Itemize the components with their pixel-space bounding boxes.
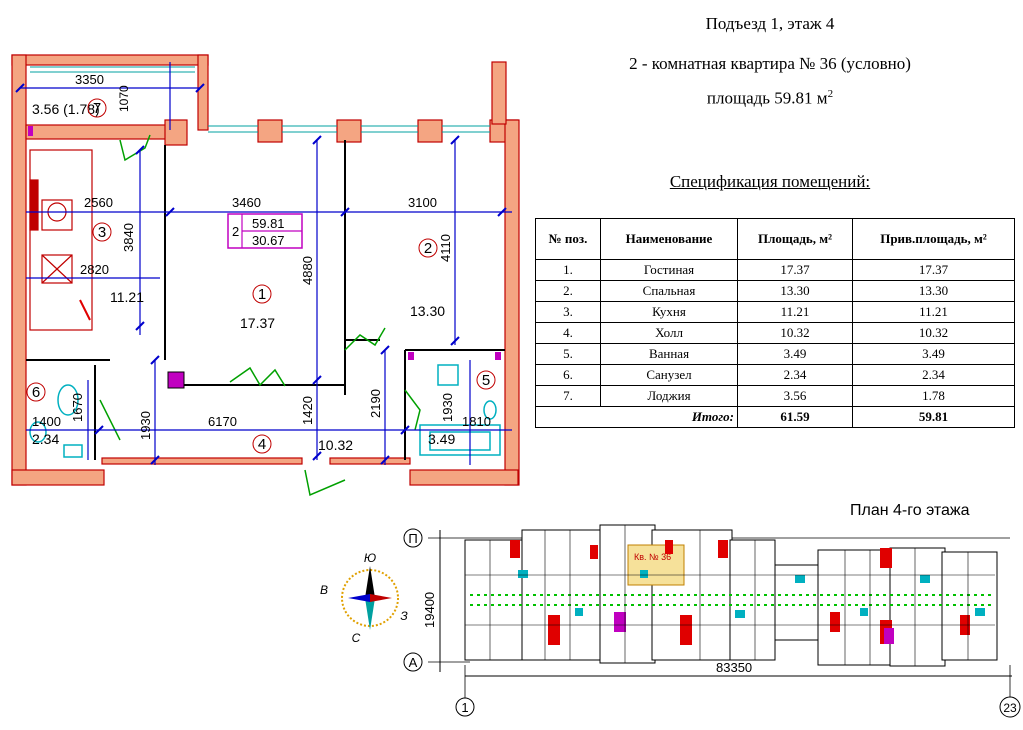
room-marker-4: 4 — [252, 434, 272, 454]
dim-4110: 4110 — [438, 234, 453, 262]
spec-header-row: № поз. Наименование Площадь, м² Прив.пло… — [535, 218, 1015, 260]
kitchen-units — [29, 149, 93, 331]
floor-height-dim: 19400 — [422, 592, 437, 628]
room-marker-2: 2 — [418, 238, 438, 258]
plan-walls — [11, 54, 520, 486]
header-area-text: площадь 59.81 м — [706, 88, 828, 108]
col-pos: № поз. — [535, 218, 601, 260]
svg-text:6: 6 — [32, 384, 40, 401]
compass-icon: Ю С В З — [320, 551, 408, 645]
col-name: Наименование — [600, 218, 738, 260]
dim-1810: 1810 — [462, 414, 491, 429]
dim-1400: 1400 — [32, 414, 61, 429]
area-kitchen: 11.21 — [110, 289, 144, 305]
svg-text:З: З — [400, 609, 408, 623]
svg-text:30.67: 30.67 — [252, 233, 285, 248]
svg-text:2: 2 — [232, 224, 239, 239]
dim-3840: 3840 — [121, 223, 136, 252]
area-bedroom: 13.30 — [410, 303, 445, 319]
svg-text:4: 4 — [258, 436, 266, 453]
svg-text:59.81: 59.81 — [252, 216, 285, 231]
total-adj-area: 59.81 — [852, 406, 1015, 428]
windows — [30, 66, 490, 133]
col-area: Площадь, м² — [737, 218, 853, 260]
dim-1930-hall: 1930 — [138, 411, 153, 440]
dim-1930-bath: 1930 — [440, 393, 455, 422]
apt-36-highlight — [627, 544, 685, 586]
svg-text:2: 2 — [424, 240, 432, 257]
axis-left-marker: 1 — [455, 697, 475, 717]
svg-text:7: 7 — [93, 100, 101, 117]
summary-box: 2 59.81 30.67 — [227, 213, 303, 249]
svg-text:5: 5 — [482, 372, 490, 389]
dim-1420: 1420 — [300, 396, 315, 425]
header-area: площадь 59.81 м2 — [560, 88, 980, 109]
area-loggia: 3.56 (1.78) — [32, 101, 100, 117]
room-marker-5: 5 — [476, 370, 496, 390]
svg-text:23: 23 — [1003, 701, 1017, 715]
doors — [99, 134, 421, 497]
total-area: 61.59 — [737, 406, 853, 428]
total-label: Итого: — [535, 406, 738, 428]
bath-fixtures — [29, 364, 501, 458]
room-marker-3: 3 — [92, 222, 112, 242]
dim-2560: 2560 — [84, 195, 113, 210]
dim-6170: 6170 — [208, 414, 237, 429]
col-adj-area: Прив.площадь, м² — [852, 218, 1015, 260]
axis-bottom-marker: А — [403, 652, 423, 672]
svg-text:П: П — [408, 531, 417, 546]
area-living: 17.37 — [240, 315, 275, 331]
axis-top-marker: П — [403, 528, 423, 548]
dimension-lines — [20, 62, 512, 465]
floor-plan: П А 19400 Кв. № 36 — [403, 524, 1021, 718]
dim-4880: 4880 — [300, 256, 315, 285]
area-bath: 3.49 — [428, 431, 455, 447]
dim-3350: 3350 — [75, 72, 104, 87]
area-wc: 2.34 — [32, 431, 59, 447]
room-marker-1: 1 — [252, 284, 272, 304]
apt-36-label: Кв. № 36 — [634, 552, 671, 562]
dim-3460: 3460 — [232, 195, 261, 210]
markers — [28, 126, 501, 360]
svg-text:1: 1 — [461, 700, 468, 715]
svg-text:С: С — [352, 631, 361, 645]
dim-1670: 1670 — [70, 393, 85, 422]
svg-text:3: 3 — [98, 224, 106, 241]
area-hall: 10.32 — [318, 437, 353, 453]
header-area-unit-sup: 2 — [827, 88, 834, 100]
spec-table: № поз. Наименование Площадь, м² Прив.пло… — [535, 218, 1015, 428]
dim-1070: 1070 — [117, 85, 131, 112]
dim-3100: 3100 — [408, 195, 437, 210]
svg-text:В: В — [320, 583, 328, 597]
header-entrance-floor: Подъезд 1, этаж 4 — [705, 14, 835, 33]
dim-2190: 2190 — [368, 389, 383, 418]
svg-text:1: 1 — [258, 286, 266, 303]
floor-width-dim: 83350 — [716, 660, 752, 675]
partitions — [26, 140, 505, 460]
axis-right-marker: 23 — [999, 696, 1021, 718]
total-row: Итого: 61.59 59.81 — [535, 406, 1015, 428]
room-marker-7: 7 — [87, 98, 107, 118]
dim-2820: 2820 — [80, 262, 109, 277]
header-apartment: 2 - комнатная квартира № 36 (условно) — [629, 54, 911, 73]
spec-title: Спецификация помещений: — [669, 172, 871, 191]
svg-text:Ю: Ю — [364, 551, 376, 565]
room-marker-6: 6 — [26, 382, 46, 402]
svg-text:А: А — [409, 655, 418, 670]
floor-plan-title: План 4-го этажа — [850, 502, 970, 519]
dimension-ticks — [15, 83, 507, 465]
shaft-marker — [167, 371, 185, 389]
